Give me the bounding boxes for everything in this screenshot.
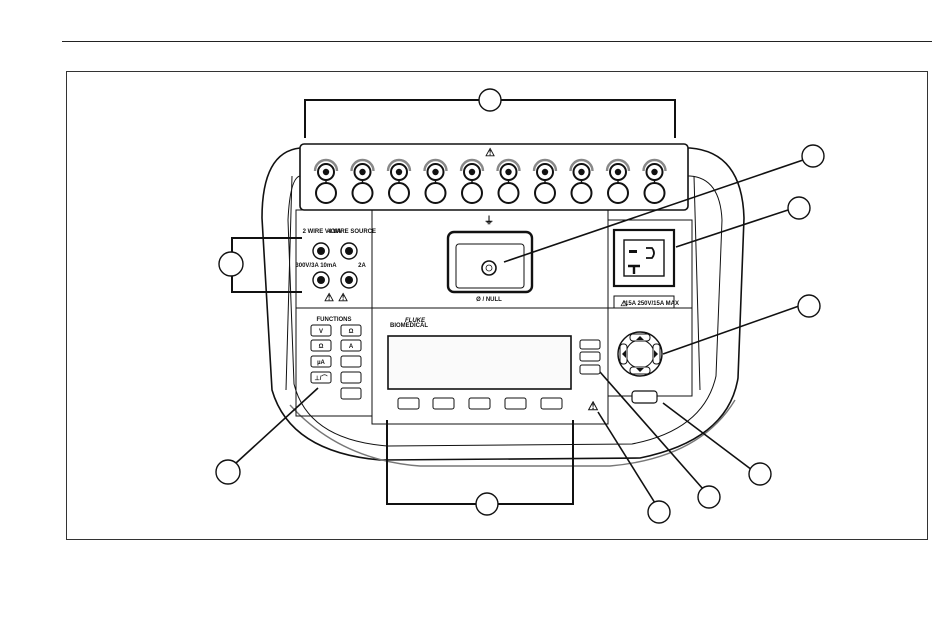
function-button-ohm-2-label: Ω	[319, 344, 324, 350]
callout-circle-side-button	[698, 486, 720, 508]
side-rail-right	[694, 176, 700, 390]
jack-rating-side-label: 2A	[358, 263, 366, 269]
function-button-waveform[interactable]: ⊥/⌒	[311, 372, 331, 383]
receptacle-face	[624, 240, 664, 276]
function-button-waveform-label: ⊥/⌒	[315, 374, 328, 382]
nav-right-arrow-icon[interactable]	[653, 344, 660, 364]
nav-down-arrow-icon[interactable]	[630, 367, 650, 374]
side-button-2[interactable]	[580, 352, 600, 361]
nav-left-arrow-icon[interactable]	[620, 344, 627, 364]
nav-up-arrow-icon[interactable]	[630, 334, 650, 341]
brand-sub-label: BIOMEDICAL	[390, 323, 428, 329]
leader-line-receptacle	[676, 210, 788, 247]
left-warning-icon-2: ⚠	[338, 292, 348, 304]
measurement-jack-1[interactable]	[313, 243, 329, 259]
function-button-ohm-1-label: Ω	[349, 329, 354, 335]
callout-circle-jacks	[479, 89, 501, 111]
measurement-jack-4[interactable]	[341, 272, 357, 288]
softkey-3[interactable]	[469, 398, 490, 409]
function-button-ua[interactable]: µA	[311, 356, 331, 367]
jack-strip-warning-icon: ⚠	[485, 147, 495, 159]
function-button-v-label: V	[319, 329, 323, 335]
callout-circle-left-jacks	[219, 252, 243, 276]
leader-line-enter	[663, 403, 752, 470]
softkeys	[398, 398, 562, 409]
four-wire-label: 4 WIRE SOURCE	[328, 229, 376, 235]
softkey-5[interactable]	[541, 398, 562, 409]
measurement-jack-3[interactable]	[313, 272, 329, 288]
function-button-ua-label: µA	[317, 360, 325, 366]
ground-null-label: Ø / NULL	[476, 297, 502, 303]
left-jack-module	[296, 210, 372, 308]
function-button-ohm-1[interactable]: Ω	[341, 325, 361, 336]
jack-rating-label: 300V/3A 10mA	[295, 263, 337, 269]
softkey-2[interactable]	[433, 398, 454, 409]
function-button-blank-1[interactable]	[341, 356, 361, 367]
leader-line-functions	[236, 388, 318, 463]
function-button-blank-3[interactable]	[341, 388, 361, 399]
callout-circle-softkeys	[476, 493, 498, 515]
side-button-1[interactable]	[580, 340, 600, 349]
function-button-blank-2[interactable]	[341, 372, 361, 383]
nav-pad-inner	[626, 340, 654, 368]
enter-button[interactable]	[632, 391, 657, 403]
softkey-1[interactable]	[398, 398, 419, 409]
lcd-display	[388, 336, 571, 389]
function-button-a-label: A	[349, 344, 354, 350]
leader-line-side-button	[600, 372, 703, 489]
left-warning-icon-1: ⚠	[324, 292, 334, 304]
callout-circle-display-warning	[648, 501, 670, 523]
function-button-a[interactable]: A	[341, 340, 361, 351]
receptacle-slot-1	[629, 250, 637, 253]
leader-line-nav	[663, 306, 799, 354]
ground-symbol-icon: ⏚	[484, 215, 494, 227]
outlet-rating-label: 15A 250V/15A MAX	[625, 301, 679, 307]
function-button-v[interactable]: V	[311, 325, 331, 336]
function-button-ohm-2[interactable]: Ω	[311, 340, 331, 351]
measurement-jack-2[interactable]	[341, 243, 357, 259]
callout-circle-functions	[216, 460, 240, 484]
side-button-3[interactable]	[580, 365, 600, 374]
callout-circle-enter	[749, 463, 771, 485]
callout-bracket-softkeys	[387, 420, 573, 504]
null-post[interactable]	[482, 261, 496, 275]
callout-circle-nav	[798, 295, 820, 317]
functions-label: FUNCTIONS	[317, 317, 352, 323]
display-warning-icon: ⚠	[588, 399, 599, 413]
callout-circle-receptacle	[788, 197, 810, 219]
callout-circle-null-post	[802, 145, 824, 167]
softkey-4[interactable]	[505, 398, 526, 409]
